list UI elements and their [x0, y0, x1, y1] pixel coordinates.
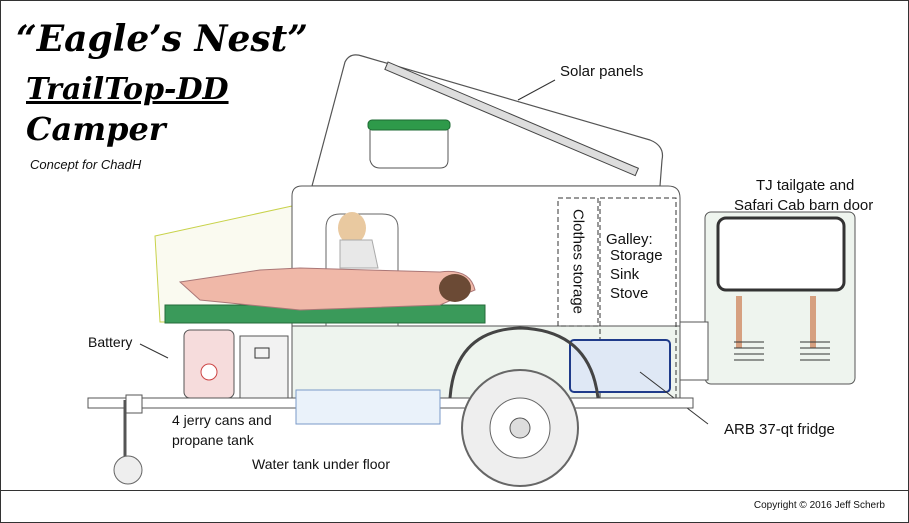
person-lying	[178, 267, 476, 311]
label-tailgate-1: TJ tailgate and	[756, 177, 855, 194]
label-water-tank: Water tank under floor	[252, 456, 390, 472]
label-tailgate-2: Safari Cab barn door	[734, 197, 874, 214]
solar-panel	[384, 61, 640, 177]
person-head	[439, 274, 471, 302]
fender	[448, 326, 600, 399]
storage-box	[239, 335, 289, 399]
label-clothes-storage: Clothes storage	[569, 208, 587, 315]
pop-top-roof	[311, 54, 664, 187]
water-tank	[295, 389, 441, 425]
solar-leader	[517, 79, 556, 101]
copyright: Copyright © 2016 Jeff Scherb	[753, 500, 885, 511]
title-line1: “Eagle’s Nest”	[16, 18, 308, 60]
roof-window	[369, 130, 449, 169]
label-fridge: ARB 37-qt fridge	[724, 421, 835, 438]
subtitle: Concept for ChadH	[30, 157, 142, 172]
title-line3: Camper	[26, 110, 166, 148]
label-galley-sink: Sink	[610, 266, 640, 283]
jack-wheel	[113, 455, 143, 485]
label-galley: Galley:	[606, 231, 653, 248]
person-sitting	[338, 212, 366, 244]
battery-leader	[139, 343, 169, 359]
label-galley-stove: Stove	[610, 285, 649, 302]
fridge	[569, 339, 671, 393]
label-jerry-1: 4 jerry cans and	[172, 412, 272, 428]
title-line2: TrailTop-DD	[26, 72, 229, 107]
label-jerry-2: propane tank	[172, 432, 254, 448]
door	[325, 213, 399, 327]
tailgate-window	[716, 216, 846, 292]
clothes-storage-box	[557, 197, 599, 327]
footer-divider	[0, 490, 909, 491]
roof-handle	[367, 119, 451, 131]
label-solar-panels: Solar panels	[560, 63, 644, 80]
label-battery: Battery	[88, 334, 133, 350]
label-galley-storage: Storage	[610, 247, 663, 264]
